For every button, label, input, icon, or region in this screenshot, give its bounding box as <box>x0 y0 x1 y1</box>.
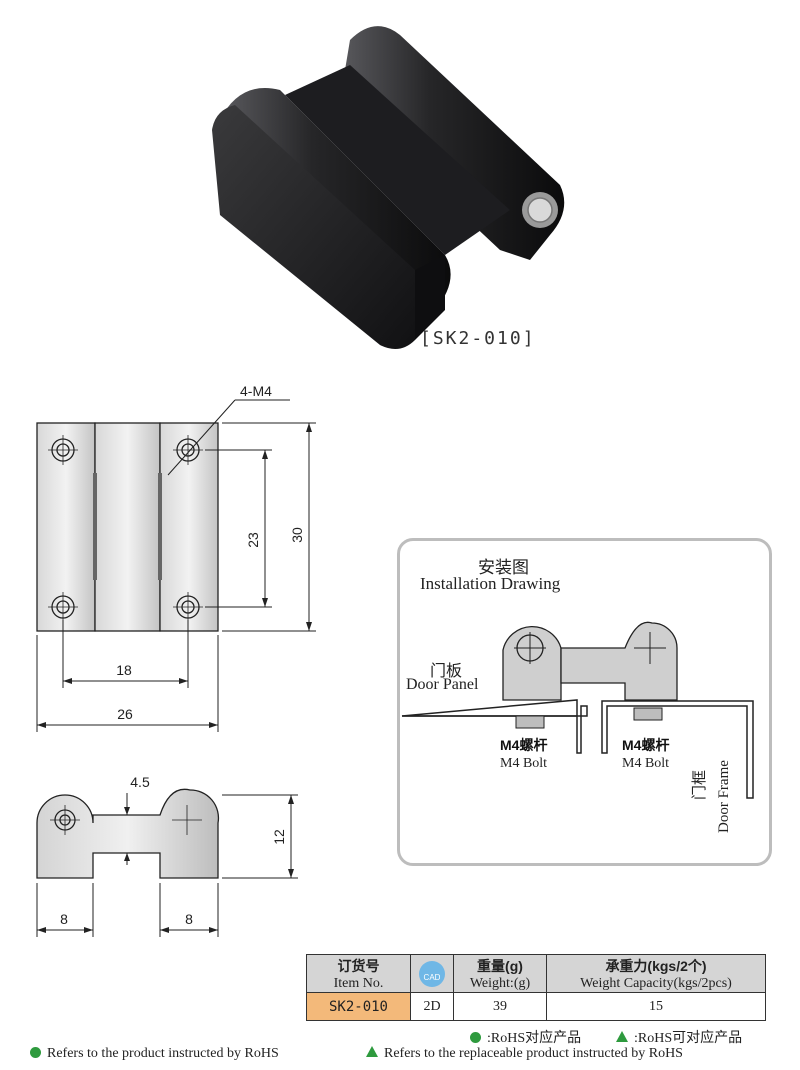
install-title-cn: 安装图 <box>478 558 529 577</box>
door-panel-label-cn: 门板 <box>430 663 463 680</box>
legend-replaceable-cn: :RoHS可对应产品 <box>616 1027 742 1047</box>
table-row: SK2-010 2D 39 15 <box>306 992 766 1021</box>
front-view-drawing: 4-M4 23 30 18 26 <box>36 383 316 732</box>
green-dot-icon <box>30 1047 41 1058</box>
dim-30: 30 <box>289 527 305 543</box>
green-triangle-icon <box>366 1046 378 1057</box>
door-panel-label-en: Door Panel <box>406 676 479 693</box>
dim-8-left: 8 <box>60 911 68 927</box>
product-photo <box>212 26 565 349</box>
install-title-en: Installation Drawing <box>420 574 561 593</box>
installation-drawing-panel <box>397 538 772 866</box>
hole-callout: 4-M4 <box>240 383 272 399</box>
side-view-drawing: 4.5 12 8 8 <box>36 774 298 937</box>
cell-item: SK2-010 <box>306 992 411 1021</box>
bolt-right-label-cn: M4螺杆 <box>622 737 670 753</box>
cell-weight: 39 <box>453 992 547 1021</box>
installation-diagram <box>401 621 754 799</box>
dim-4-5: 4.5 <box>130 774 150 790</box>
header-capacity: 承重力(kgs/2个) Weight Capacity(kgs/2pcs) <box>546 954 766 993</box>
dim-12: 12 <box>271 829 287 845</box>
spec-table: 订货号 Item No. CAD 重量(g) Weight:(g) 承重力(kg… <box>306 954 766 1021</box>
cad-icon: CAD <box>419 960 445 987</box>
cell-cad: 2D <box>410 992 454 1021</box>
bolt-left-label-en: M4 Bolt <box>500 756 548 771</box>
bolt-left-label-cn: M4螺杆 <box>500 737 548 753</box>
legend-rohs-cn: :RoHS对应产品 <box>470 1027 581 1047</box>
header-weight: 重量(g) Weight:(g) <box>453 954 547 993</box>
legend-rohs-en: Refers to the product instructed by RoHS <box>30 1046 279 1062</box>
door-frame-label-cn: 门框 <box>692 769 708 800</box>
dim-26: 26 <box>117 706 133 722</box>
dim-23: 23 <box>245 532 261 548</box>
legend-replaceable-en: Refers to the replaceable product instru… <box>366 1046 683 1062</box>
model-caption: [SK2-010] <box>420 328 536 349</box>
bolt-right-label-en: M4 Bolt <box>622 756 670 771</box>
dim-18: 18 <box>116 662 132 678</box>
header-item-no: 订货号 Item No. <box>306 954 411 993</box>
green-dot-icon <box>470 1032 481 1043</box>
cell-capacity: 15 <box>546 992 766 1021</box>
header-cad: CAD <box>410 954 454 993</box>
green-triangle-icon <box>616 1031 628 1042</box>
door-frame-label-en: Door Frame <box>716 760 732 833</box>
dim-8-right: 8 <box>185 911 193 927</box>
